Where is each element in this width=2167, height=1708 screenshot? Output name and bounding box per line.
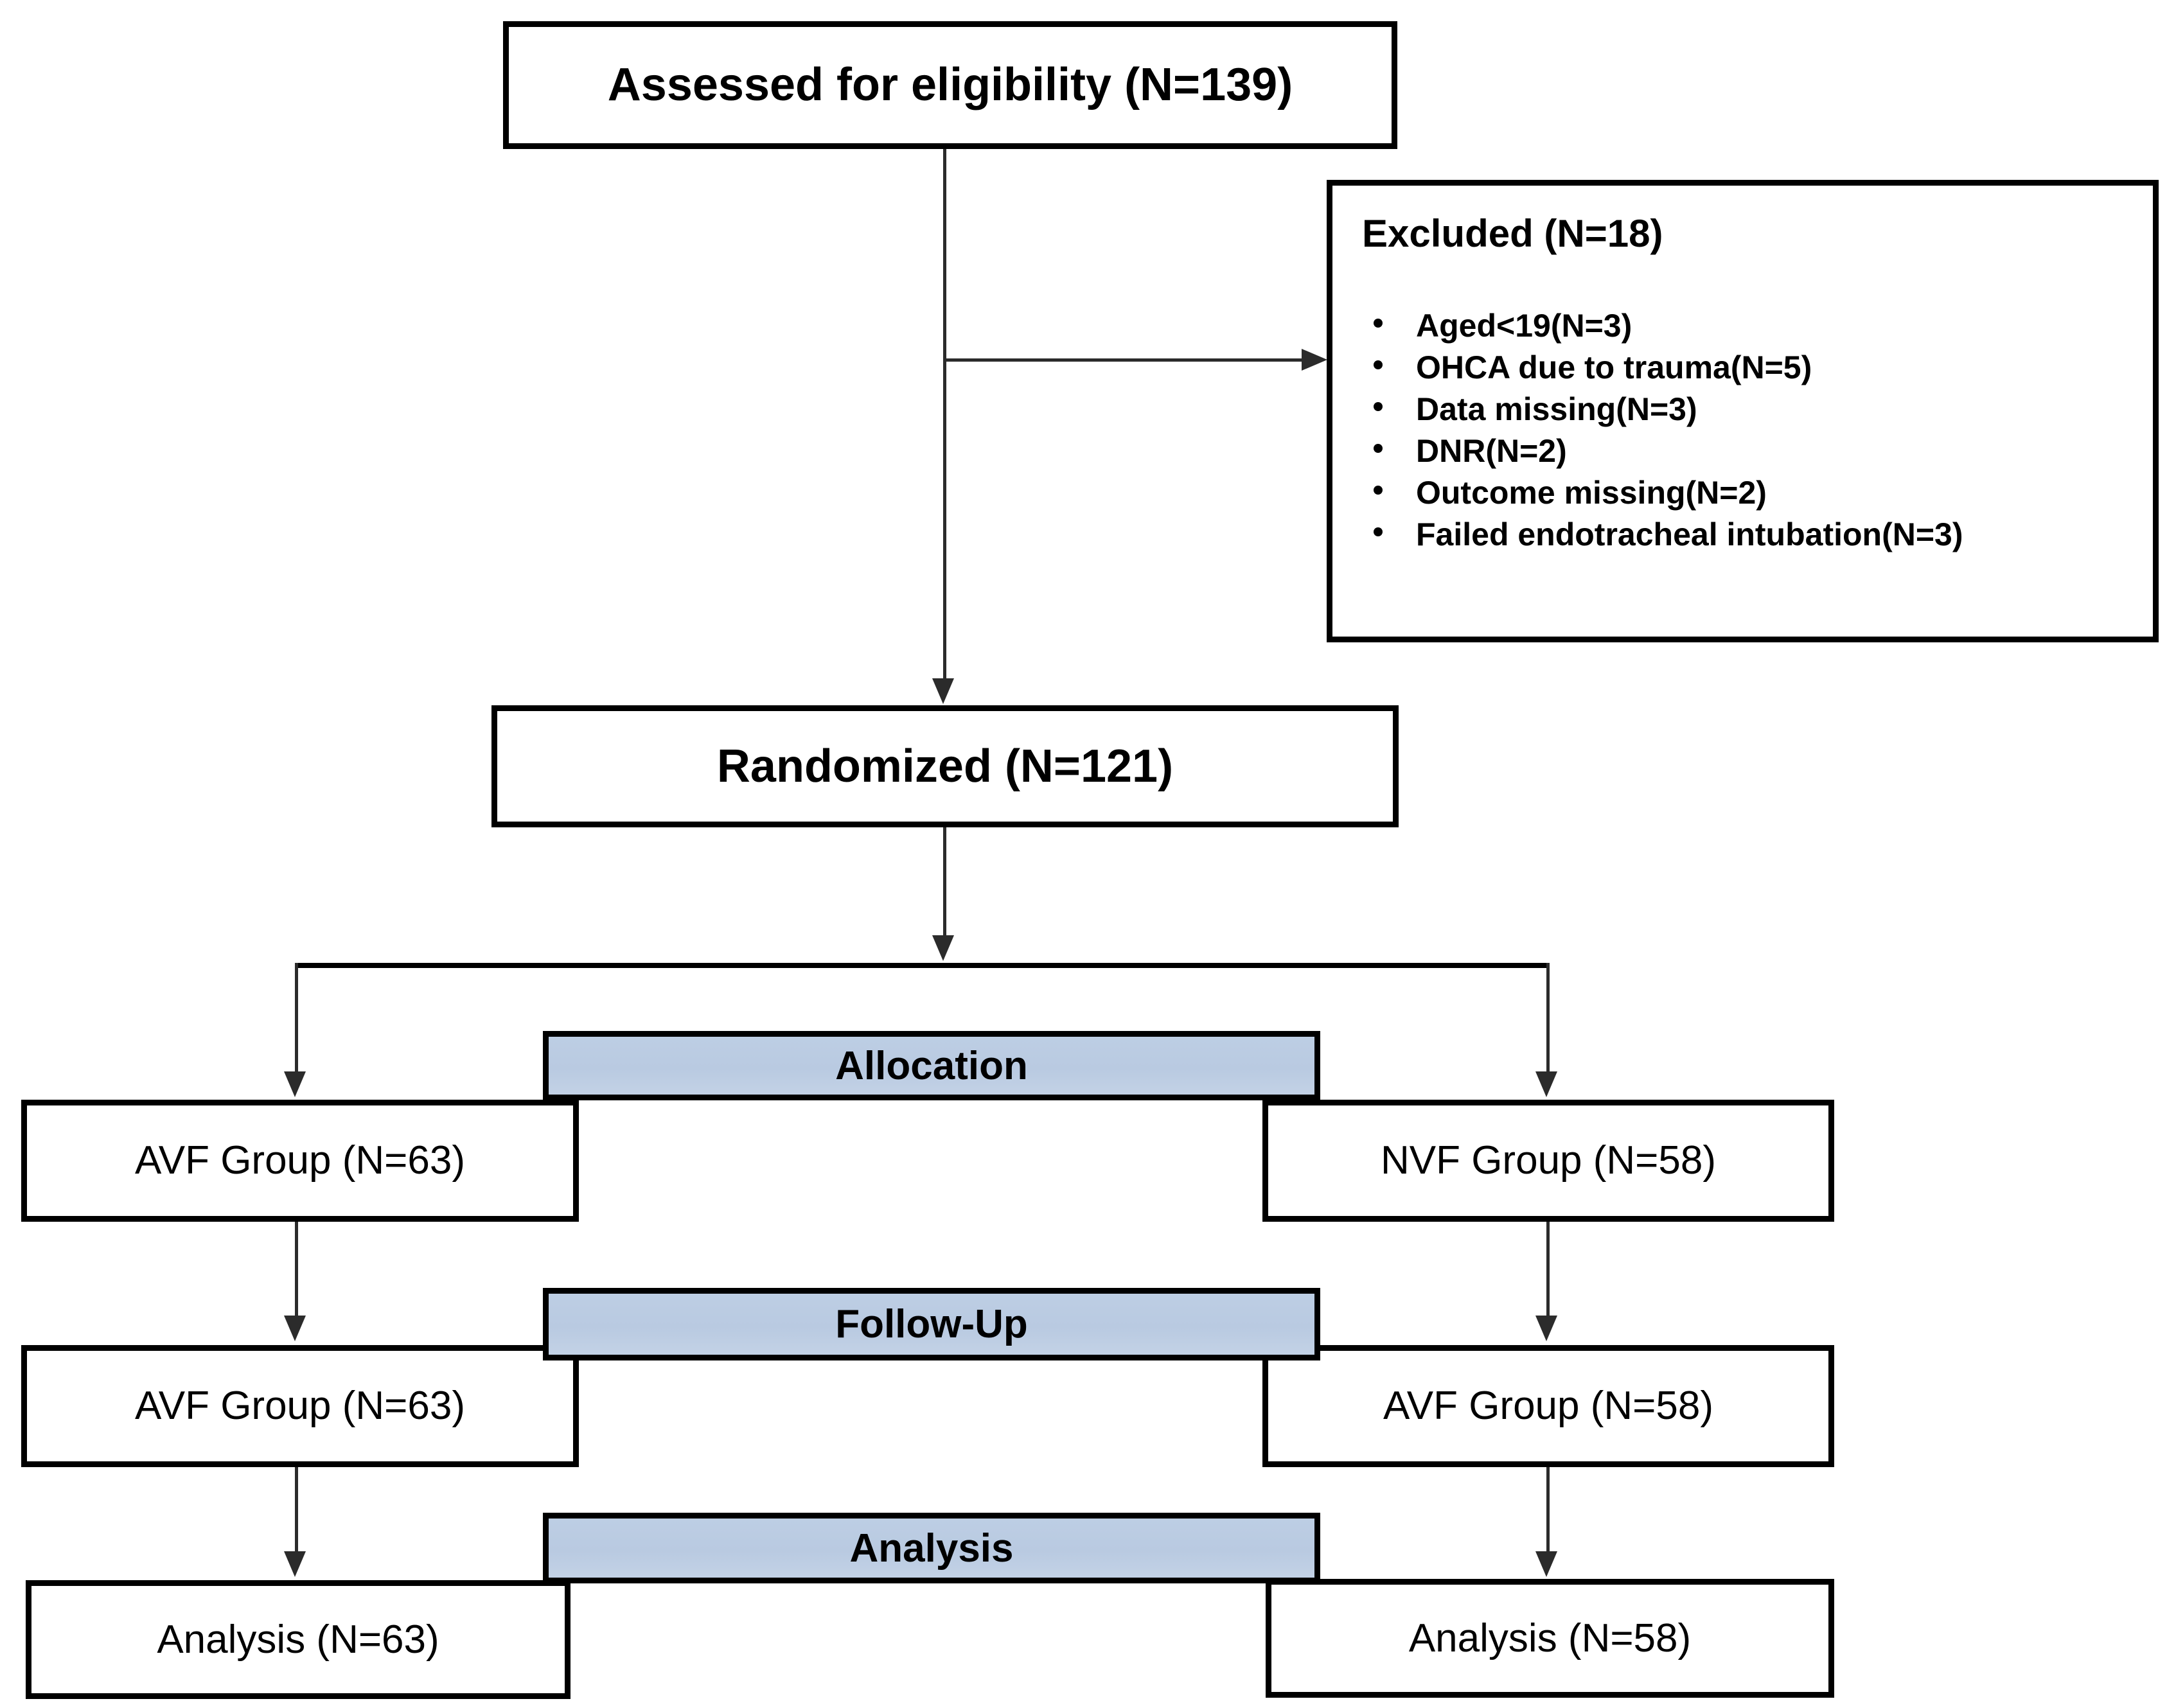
list-item: Failed endotracheal intubation(N=3) <box>1354 514 2136 556</box>
stage-banner-analysis: Analysis <box>543 1513 1320 1583</box>
node-assessed-for-eligibility: Assessed for eligibility (N=139) <box>503 21 1397 149</box>
node-randomized-label: Randomized (N=121) <box>716 740 1174 792</box>
list-item: Outcome missing(N=2) <box>1354 472 2136 514</box>
connector-left-allocation-to-followup <box>295 1222 298 1318</box>
excluded-reason: Failed endotracheal intubation(N=3) <box>1416 516 1963 552</box>
list-item: Aged<19(N=3) <box>1354 305 2136 347</box>
arrowhead-left-followup <box>284 1316 306 1341</box>
node-analysis-left: Analysis (N=63) <box>26 1580 570 1699</box>
connector-right-allocation-to-followup <box>1546 1222 1550 1318</box>
connector-split-to-left-allocation <box>295 963 298 1073</box>
arrowhead-left-analysis <box>284 1551 306 1577</box>
bullet-icon <box>1374 402 1383 411</box>
arrowhead-split <box>932 935 954 961</box>
node-followup-right-label: AVF Group (N=58) <box>1383 1384 1713 1429</box>
node-randomized: Randomized (N=121) <box>491 705 1399 827</box>
arrowhead-randomized <box>932 678 954 704</box>
bullet-icon <box>1374 527 1383 536</box>
bullet-icon <box>1374 319 1383 328</box>
node-allocation-right-label: NVF Group (N=58) <box>1380 1138 1716 1183</box>
arrowhead-excluded <box>1302 349 1327 371</box>
stage-banner-followup: Follow-Up <box>543 1288 1320 1360</box>
bullet-icon <box>1374 486 1383 495</box>
node-allocation-left-label: AVF Group (N=63) <box>135 1138 465 1183</box>
node-excluded: Excluded (N=18) Aged<19(N=3) OHCA due to… <box>1327 180 2159 642</box>
arrowhead-right-allocation <box>1535 1071 1557 1097</box>
list-item: DNR(N=2) <box>1354 430 2136 472</box>
connector-left-followup-to-analysis <box>295 1467 298 1554</box>
bullet-icon <box>1374 360 1383 369</box>
connector-randomized-to-split <box>943 827 946 938</box>
node-assessed-for-eligibility-label: Assessed for eligibility (N=139) <box>607 59 1293 111</box>
list-item: Data missing(N=3) <box>1354 389 2136 430</box>
stage-banner-followup-label: Follow-Up <box>835 1302 1028 1346</box>
bullet-icon <box>1374 444 1383 453</box>
connector-eligibility-to-randomized <box>943 149 946 682</box>
excluded-reason-list: Aged<19(N=3) OHCA due to trauma(N=5) Dat… <box>1354 305 2136 556</box>
node-analysis-right: Analysis (N=58) <box>1266 1579 1834 1698</box>
stage-banner-allocation: Allocation <box>543 1031 1320 1100</box>
arrowhead-right-analysis <box>1535 1551 1557 1577</box>
excluded-reason: Outcome missing(N=2) <box>1416 475 1767 511</box>
node-followup-right: AVF Group (N=58) <box>1262 1345 1834 1467</box>
arrowhead-left-allocation <box>284 1071 306 1097</box>
node-allocation-right: NVF Group (N=58) <box>1262 1100 1834 1222</box>
connector-right-followup-to-analysis <box>1546 1467 1550 1554</box>
node-allocation-left: AVF Group (N=63) <box>21 1100 579 1222</box>
arrowhead-right-followup <box>1535 1316 1557 1341</box>
connector-to-excluded <box>944 358 1304 362</box>
node-followup-left: AVF Group (N=63) <box>21 1345 579 1467</box>
excluded-title: Excluded (N=18) <box>1362 212 1663 255</box>
list-item: OHCA due to trauma(N=5) <box>1354 347 2136 389</box>
excluded-reason: Aged<19(N=3) <box>1416 308 1632 344</box>
excluded-reason: Data missing(N=3) <box>1416 391 1697 427</box>
excluded-reason: OHCA due to trauma(N=5) <box>1416 349 1812 385</box>
stage-banner-analysis-label: Analysis <box>849 1526 1014 1571</box>
excluded-reason: DNR(N=2) <box>1416 433 1567 469</box>
split-bar <box>296 963 1550 968</box>
connector-split-to-right-allocation <box>1546 963 1550 1073</box>
node-analysis-left-label: Analysis (N=63) <box>157 1617 439 1662</box>
node-followup-left-label: AVF Group (N=63) <box>135 1384 465 1429</box>
node-analysis-right-label: Analysis (N=58) <box>1408 1616 1692 1660</box>
stage-banner-allocation-label: Allocation <box>835 1043 1028 1088</box>
